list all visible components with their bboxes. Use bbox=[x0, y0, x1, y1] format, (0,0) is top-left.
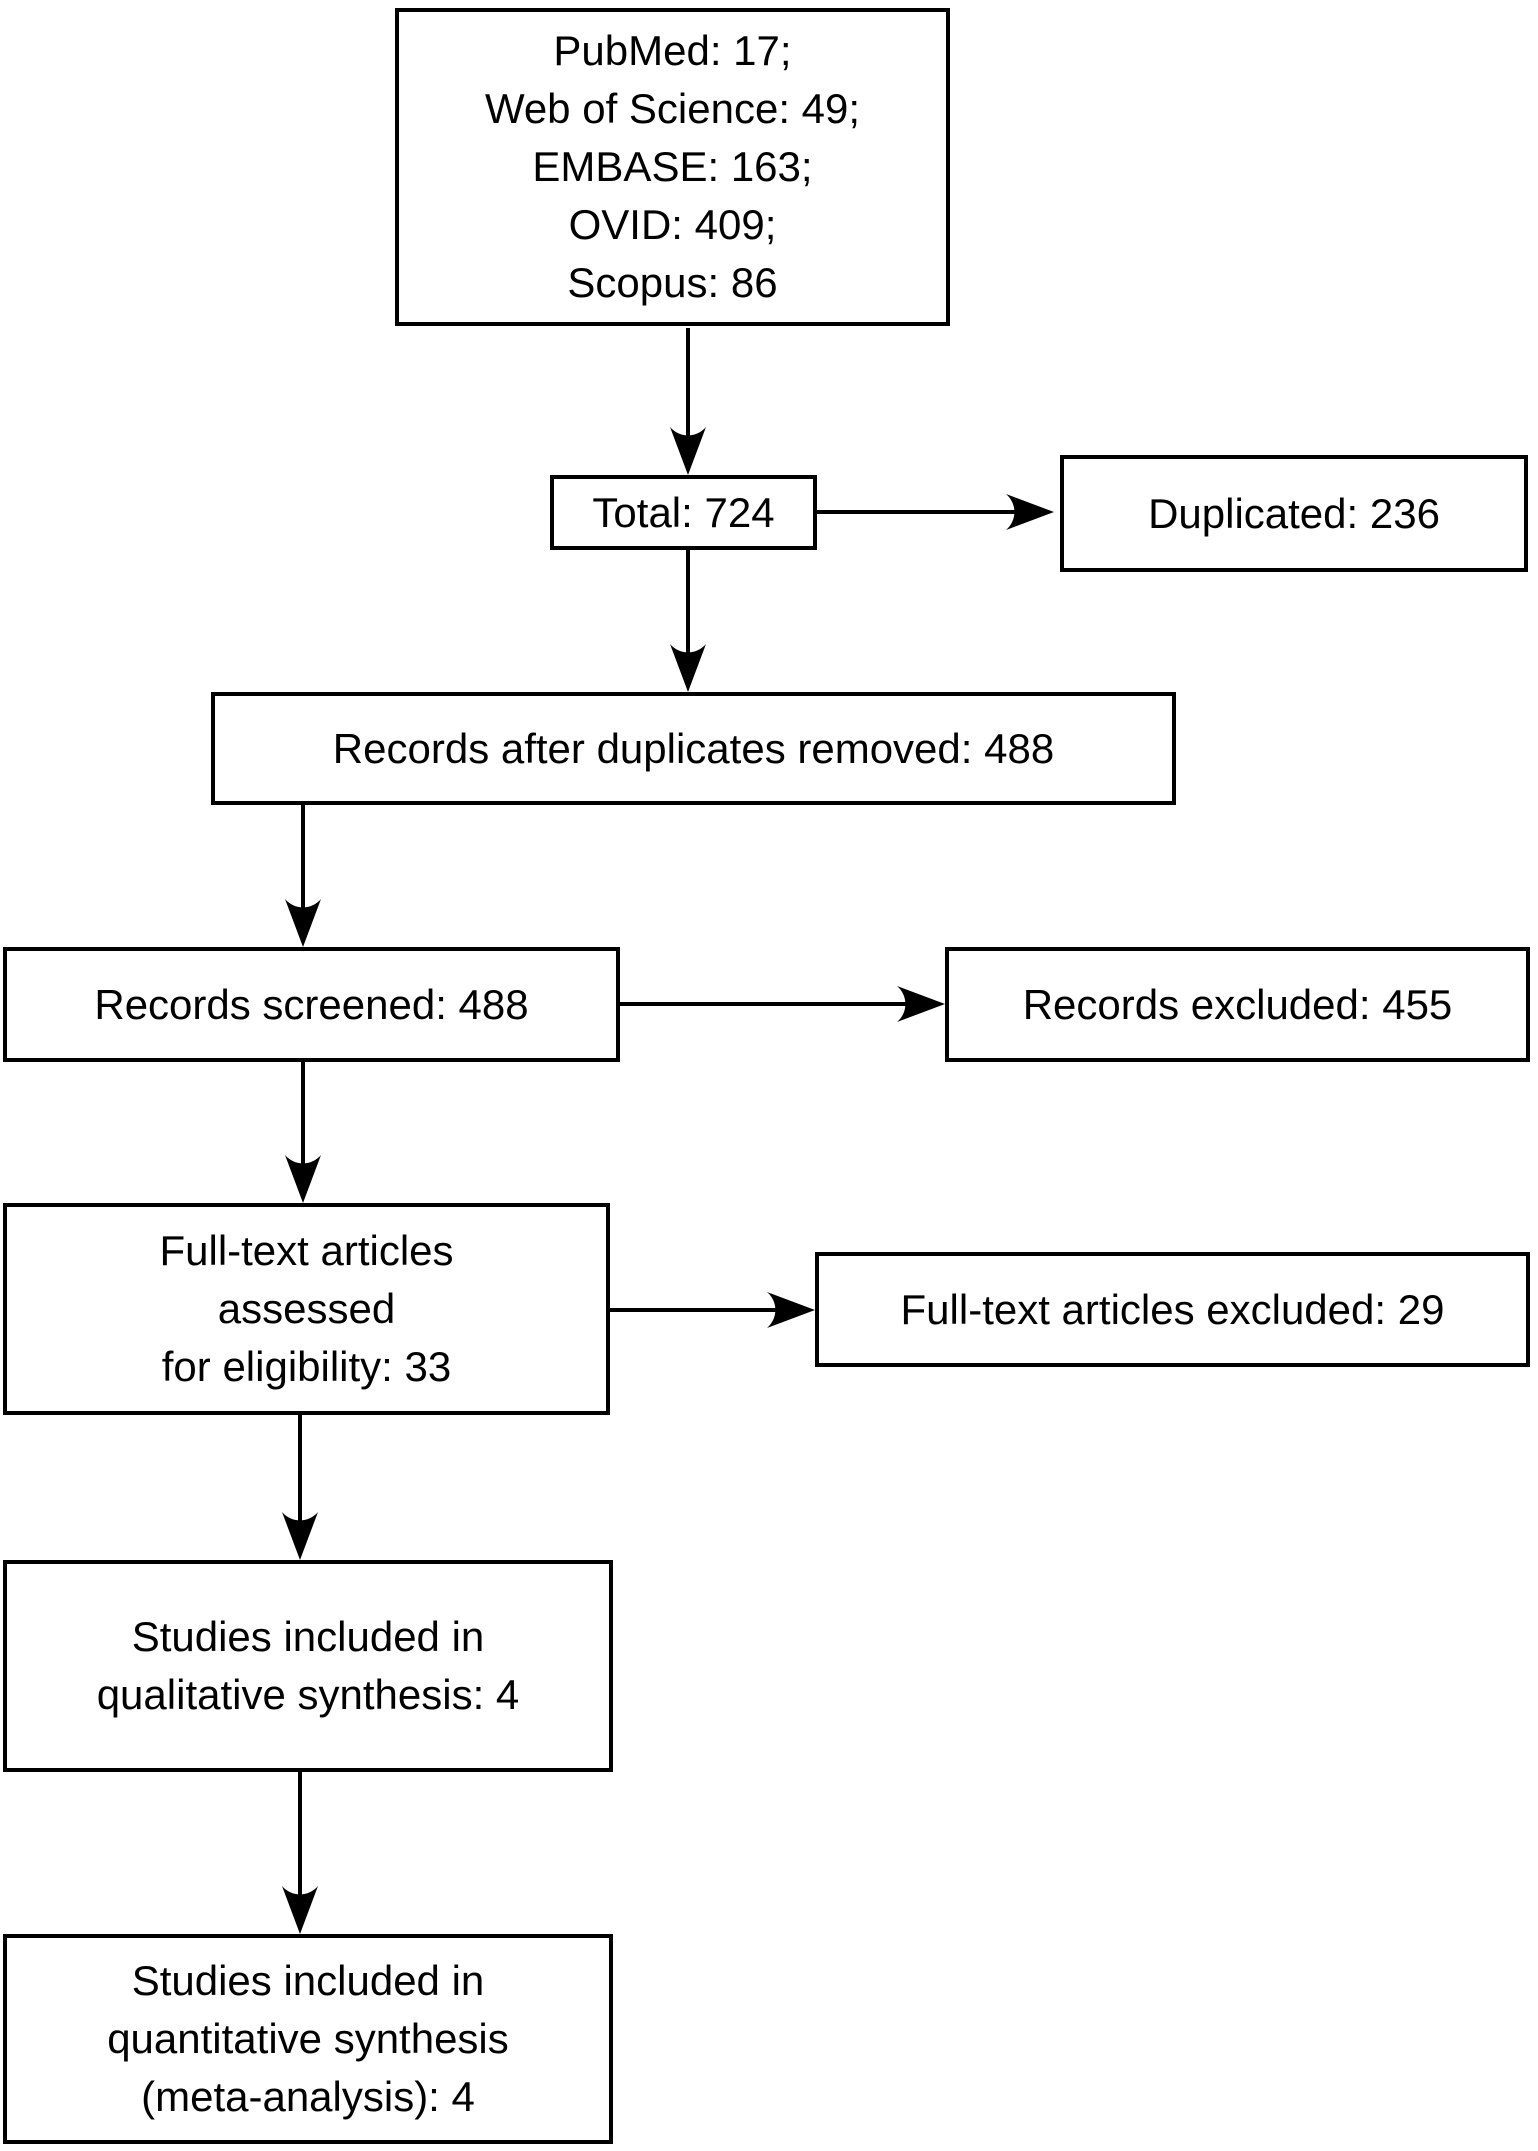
box-database-sources: PubMed: 17; Web of Science: 49; EMBASE: … bbox=[395, 8, 950, 326]
records-excluded-text: Records excluded: 455 bbox=[1022, 980, 1453, 1028]
duplicated-records-text: Duplicated: 236 bbox=[1148, 489, 1440, 537]
database-sources-text: PubMed: 17; Web of Science: 49; EMBASE: … bbox=[484, 27, 861, 306]
box-fulltext-articles-excluded: Full-text articles excluded: 29 bbox=[815, 1252, 1530, 1367]
box-total-records: Total: 724 bbox=[550, 475, 817, 550]
box-duplicated-records: Duplicated: 236 bbox=[1060, 455, 1528, 572]
fulltext-assessed-text: Full-text articles assessed for eligibil… bbox=[159, 1227, 454, 1390]
box-records-screened: Records screened: 488 bbox=[3, 947, 620, 1062]
box-fulltext-articles-assessed: Full-text articles assessed for eligibil… bbox=[3, 1203, 610, 1415]
records-after-duplicates-text: Records after duplicates removed: 488 bbox=[332, 724, 1055, 772]
box-records-after-duplicates-removed: Records after duplicates removed: 488 bbox=[211, 692, 1176, 805]
qualitative-synthesis-text: Studies included in qualitative synthesi… bbox=[96, 1613, 520, 1718]
quantitative-synthesis-text: Studies included in quantitative synthes… bbox=[107, 1957, 509, 2120]
box-quantitative-synthesis: Studies included in quantitative synthes… bbox=[3, 1934, 613, 2144]
total-records-text: Total: 724 bbox=[592, 488, 775, 536]
records-screened-text: Records screened: 488 bbox=[94, 980, 529, 1028]
box-qualitative-synthesis: Studies included in qualitative synthesi… bbox=[3, 1560, 613, 1772]
box-records-excluded: Records excluded: 455 bbox=[945, 947, 1530, 1062]
fulltext-excluded-text: Full-text articles excluded: 29 bbox=[900, 1285, 1445, 1333]
